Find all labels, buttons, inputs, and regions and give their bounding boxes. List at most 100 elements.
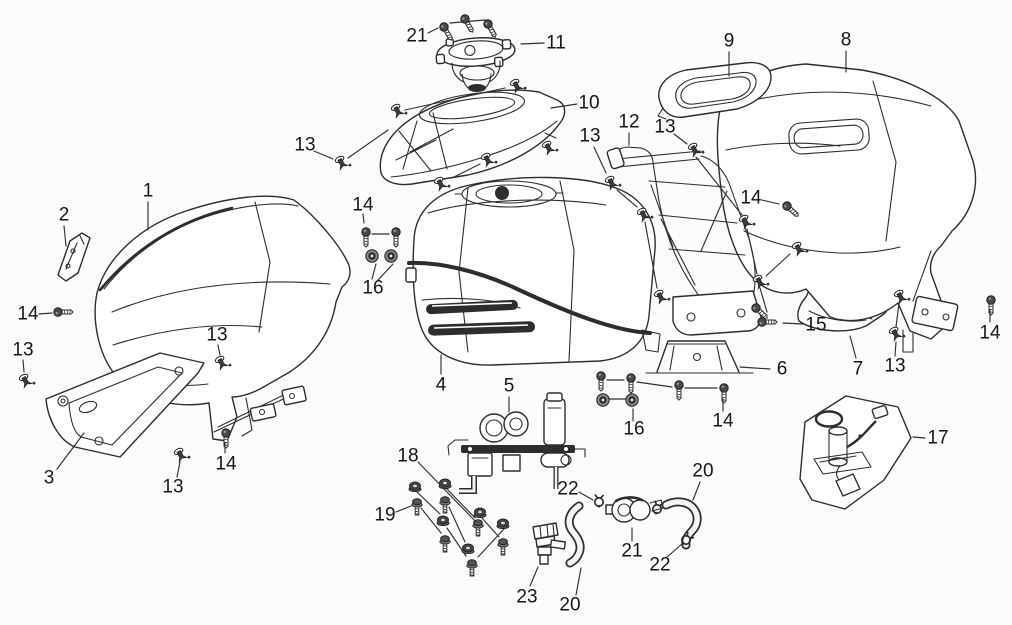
screw-fastener-icon bbox=[458, 12, 477, 35]
callout-label-14: 14 bbox=[740, 188, 762, 209]
link-line bbox=[420, 507, 442, 534]
part-10-upper-cover bbox=[379, 89, 566, 186]
callout-label-7: 7 bbox=[853, 359, 864, 380]
callout-label-13: 13 bbox=[12, 340, 33, 361]
callout-label-14: 14 bbox=[352, 195, 374, 216]
callout-label-15: 15 bbox=[805, 315, 826, 336]
callout-leader bbox=[849, 335, 857, 359]
callout-leader bbox=[782, 322, 804, 325]
part-17-fuel-pump-unit bbox=[799, 395, 912, 510]
bolt-fastener-icon bbox=[411, 498, 423, 516]
link-line bbox=[746, 228, 758, 275]
callout-leader bbox=[38, 312, 53, 315]
screw-fastener-icon bbox=[361, 227, 371, 248]
callout-leader bbox=[520, 42, 545, 45]
part-21-canister-valve bbox=[605, 496, 664, 523]
clip-fastener-icon bbox=[540, 137, 560, 158]
screw-fastener-icon bbox=[391, 227, 401, 248]
screw-fastener-icon bbox=[596, 371, 606, 392]
link-line bbox=[695, 156, 743, 216]
link-line bbox=[895, 302, 900, 328]
washer-fastener-icon bbox=[625, 393, 639, 407]
callout-label-3: 3 bbox=[44, 468, 55, 489]
washer-fastener-icon bbox=[384, 249, 398, 263]
screw-fastener-icon bbox=[626, 373, 636, 394]
bolt-fastener-icon bbox=[439, 496, 451, 514]
callout-leader bbox=[22, 359, 25, 373]
screw-fastener-icon bbox=[481, 17, 500, 40]
callout-leader bbox=[575, 567, 582, 596]
callout-label-19: 19 bbox=[374, 505, 395, 526]
screw-fastener-icon bbox=[986, 295, 996, 316]
callout-label-16: 16 bbox=[623, 419, 644, 440]
callout-leader bbox=[417, 461, 477, 523]
callout-leader bbox=[529, 566, 539, 587]
bolt-fastener-icon bbox=[472, 519, 484, 537]
callout-label-13: 13 bbox=[654, 117, 675, 138]
callout-leader bbox=[63, 225, 67, 247]
link-line bbox=[481, 517, 500, 538]
callout-label-17: 17 bbox=[927, 428, 948, 449]
callout-leader bbox=[666, 543, 683, 558]
clip-fastener-icon bbox=[333, 152, 353, 173]
callout-label-21: 21 bbox=[406, 26, 427, 47]
callout-label-6: 6 bbox=[777, 359, 788, 380]
callout-label-21: 21 bbox=[621, 541, 642, 562]
link-line bbox=[765, 253, 791, 277]
nut-fastener-icon bbox=[461, 543, 475, 555]
callout-leader bbox=[313, 150, 334, 160]
callout-leader bbox=[739, 366, 771, 370]
callout-leader bbox=[176, 461, 181, 478]
part-9-vent-cover bbox=[657, 61, 772, 120]
callout-leader bbox=[578, 491, 594, 501]
callout-leader bbox=[550, 103, 578, 109]
clip-fastener-icon bbox=[652, 286, 672, 307]
callout-label-4: 4 bbox=[436, 375, 447, 396]
callout-leader bbox=[593, 146, 607, 174]
tank-vent-slots bbox=[426, 299, 535, 336]
diagram-link-lines bbox=[347, 19, 900, 558]
link-line bbox=[448, 506, 466, 543]
callout-leader bbox=[692, 481, 701, 501]
link-line bbox=[759, 287, 768, 313]
clip-fastener-icon bbox=[172, 444, 192, 465]
callout-leader bbox=[371, 263, 377, 280]
link-line bbox=[347, 129, 389, 159]
bolt-fastener-icon bbox=[466, 559, 478, 577]
callout-label-1: 1 bbox=[143, 181, 154, 202]
callout-label-22: 22 bbox=[649, 555, 670, 576]
callout-label-23: 23 bbox=[516, 587, 537, 608]
callout-label-14: 14 bbox=[979, 323, 1001, 344]
callout-leader bbox=[395, 505, 412, 513]
nut-fastener-icon bbox=[496, 518, 510, 530]
callout-label-13: 13 bbox=[206, 325, 227, 346]
callout-label-18: 18 bbox=[397, 446, 418, 467]
part-5-fuel-valve-assembly bbox=[447, 392, 586, 494]
nut-fastener-icon bbox=[473, 507, 487, 519]
callout-label-10: 10 bbox=[578, 93, 599, 114]
part-20-hose-right bbox=[661, 497, 702, 550]
callout-leader bbox=[377, 263, 394, 281]
callout-label-20: 20 bbox=[692, 461, 713, 482]
callout-label-13: 13 bbox=[579, 126, 600, 147]
callout-leader bbox=[362, 213, 365, 224]
part-20-hose-left bbox=[564, 501, 585, 568]
screw-fastener-icon bbox=[674, 380, 684, 401]
callout-label-14: 14 bbox=[17, 304, 39, 325]
callout-label-20: 20 bbox=[559, 595, 580, 616]
part-23-drain-fitting bbox=[532, 522, 567, 565]
washer-fastener-icon bbox=[365, 249, 379, 263]
callout-leader bbox=[673, 133, 688, 145]
screw-fastener-icon bbox=[719, 383, 729, 404]
callout-leader bbox=[217, 344, 221, 356]
link-line bbox=[644, 221, 658, 289]
callout-label-14: 14 bbox=[712, 411, 734, 432]
part-3-side-panel bbox=[45, 352, 205, 458]
callout-label-13: 13 bbox=[884, 356, 905, 377]
callout-label-13: 13 bbox=[162, 477, 183, 498]
callout-leader bbox=[761, 199, 780, 205]
nut-fastener-icon bbox=[438, 478, 452, 490]
